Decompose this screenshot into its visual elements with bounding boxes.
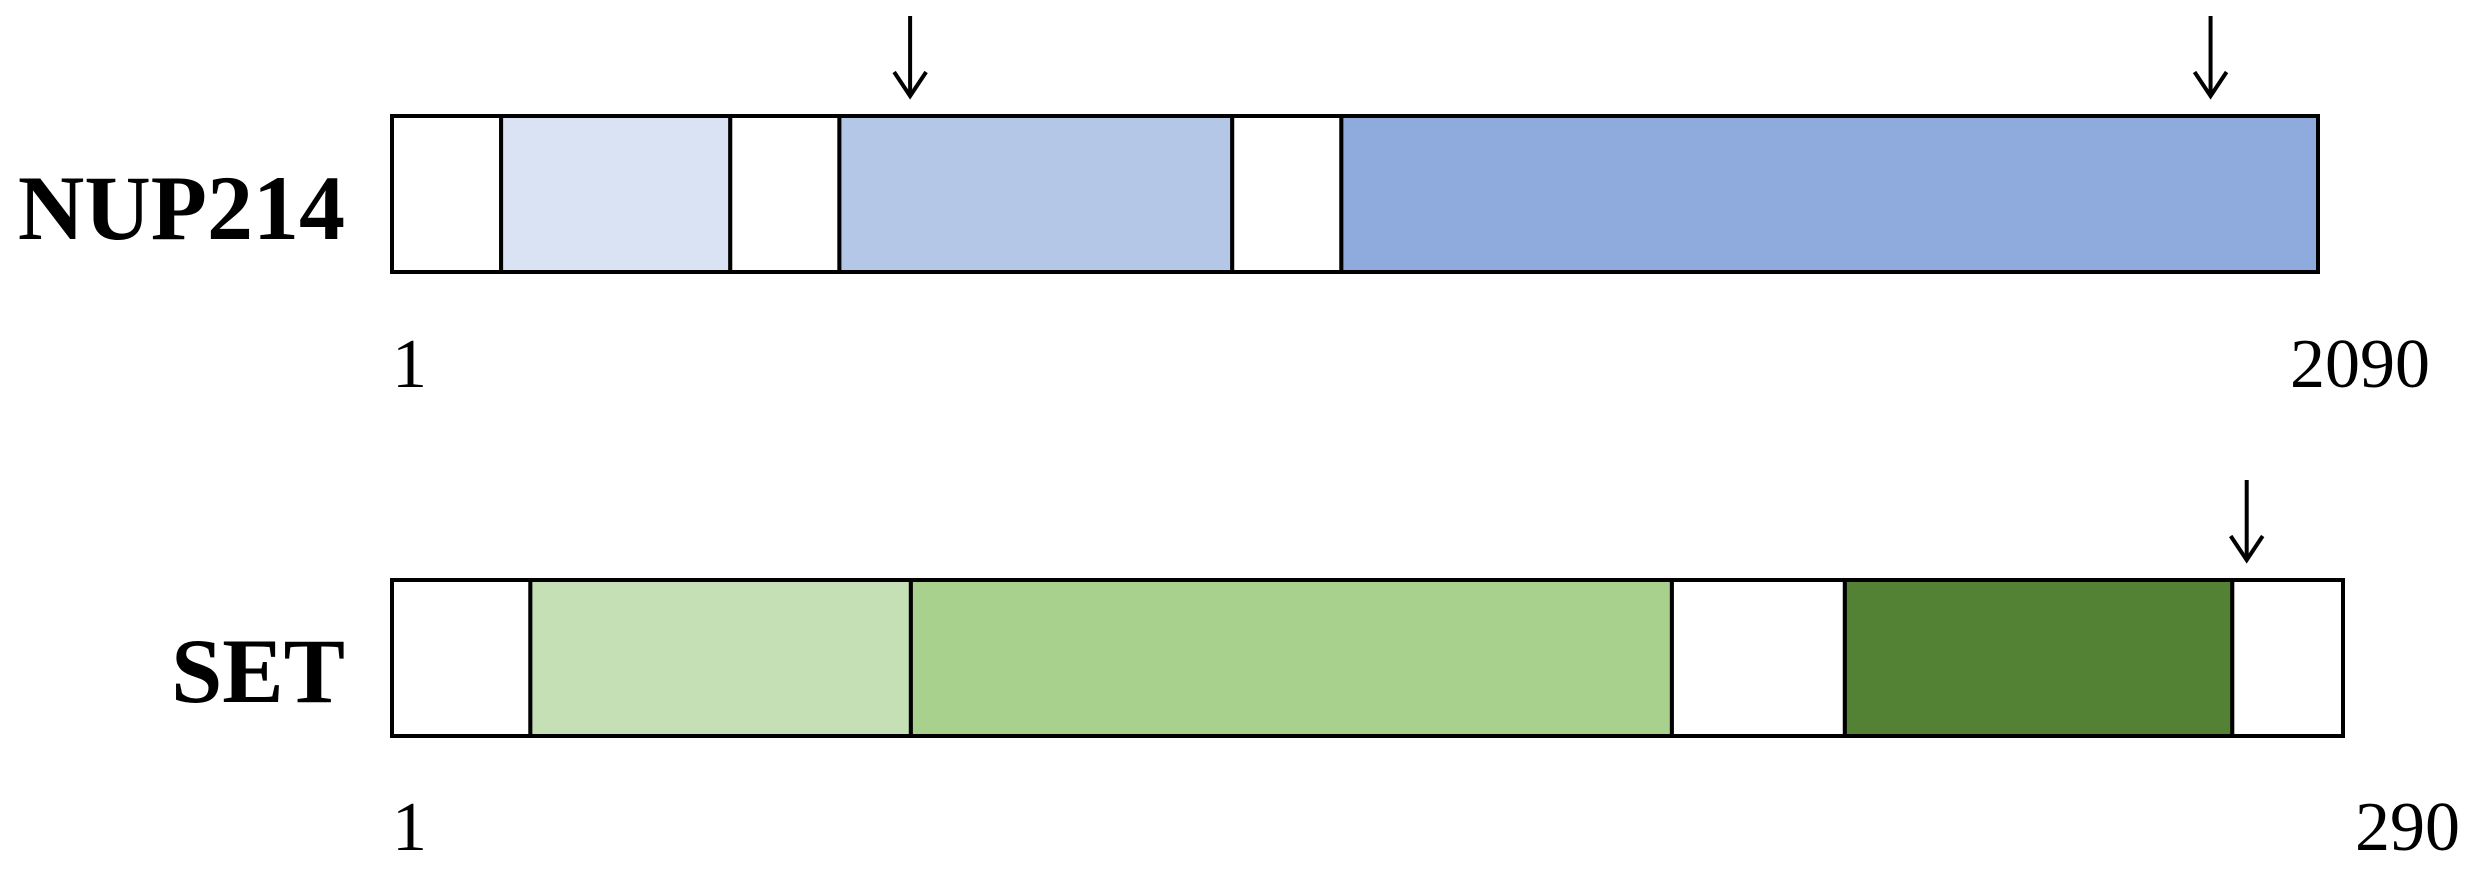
nup214-domain-bar [390, 114, 2320, 274]
domain-segment-2 [499, 114, 733, 274]
set-arrow-markers [2229, 480, 2265, 564]
down-arrow-icon [2229, 480, 2265, 564]
domain-segment-5 [1230, 114, 1344, 274]
domain-segment-4 [837, 114, 1235, 274]
domain-segment-2 [528, 578, 913, 738]
down-arrow-icon [892, 16, 928, 100]
set-end-label: 290 [2355, 789, 2460, 866]
domain-segment-5 [1842, 578, 2235, 738]
set-domain-bar [390, 578, 2345, 738]
domain-segment-3 [908, 578, 1674, 738]
nup214-end-label: 2090 [2290, 326, 2430, 403]
set-start-label: 1 [392, 789, 427, 866]
domain-segment-3 [728, 114, 842, 274]
nup214-arrow-markers [892, 16, 2229, 100]
protein-name-set: SET [171, 620, 345, 722]
domain-segment-4 [1669, 578, 1847, 738]
domain-segment-1 [390, 578, 533, 738]
domain-segment-6 [1339, 114, 2320, 274]
domain-segment-1 [390, 114, 504, 274]
nup214-start-label: 1 [392, 326, 427, 403]
domain-segment-6 [2230, 578, 2345, 738]
protein-name-nup214: NUP214 [17, 157, 345, 259]
down-arrow-icon [2192, 16, 2229, 100]
